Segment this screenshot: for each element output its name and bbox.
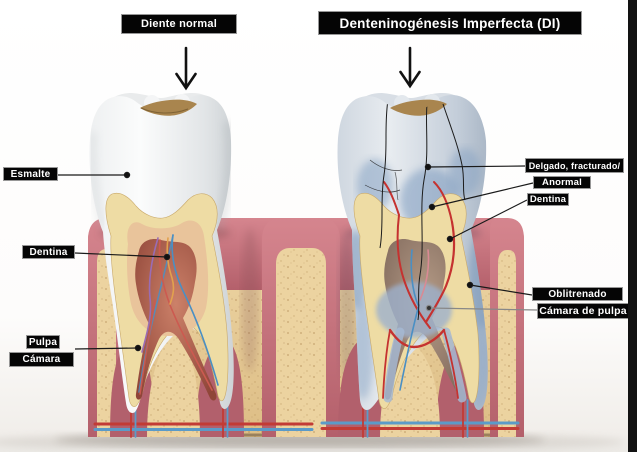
normal-vessels [138,234,219,395]
header-di-title: Denteninogénesis Imperfecta (DI) [318,11,582,35]
di-vessels [382,181,459,399]
di-cracks [364,95,466,321]
di-tooth [337,92,488,410]
label-oblitrenado: Oblitrenado [532,287,623,301]
label-dentina-right: Dentina [527,193,569,206]
annotation-connectors [58,163,538,352]
anormal-connector-line [428,182,534,211]
label-camara: Cámara [9,352,74,367]
label-delgado-fracturado: Delgado, fracturado/ [525,158,624,173]
label-camara-de-pulpa: Cámara de pulpa [537,303,629,319]
right-black-border [628,0,637,452]
label-dentina-left: Dentina [22,245,75,259]
delgado-connector-line [424,163,526,171]
label-anormal: Anormal [533,176,591,189]
oblitrenado-connector-line [466,281,533,296]
bone-blood-vessels [93,399,520,438]
esmalte-connector-line [58,171,131,179]
label-esmalte: Esmalte [3,167,58,181]
down-arrow-right [399,46,421,89]
interradicular-bone [147,330,440,437]
di-occlusal-groove [390,99,447,116]
header-normal-tooth: Diente normal [121,14,237,34]
down-arrow-left [175,46,197,91]
label-pulpa: Pulpa [26,335,60,349]
pulpa-camara-connector-line [74,344,142,352]
dentina-right-connector-line [446,199,528,243]
di-obliterated-chambers [376,282,467,403]
dentina-left-connector-line [74,252,171,261]
camara-de-pulpa-connector-line [425,304,538,312]
